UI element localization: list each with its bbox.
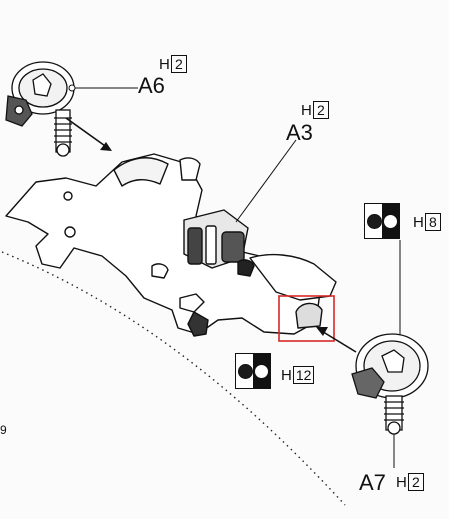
a7-h-prefix: H: [396, 473, 407, 491]
paint-dot-dark-icon: [366, 213, 382, 229]
dotted-boundary-line: [1, 251, 346, 506]
paint-dot-light-icon: [253, 363, 269, 379]
a3-leader-line: [235, 139, 297, 223]
a6-label: A6: [138, 73, 165, 98]
edge-fragment-text: 9: [0, 423, 7, 437]
a6-h-prefix: H: [159, 55, 170, 73]
a7-arrow: [319, 329, 357, 353]
top-h-prefix: H: [413, 213, 424, 231]
paint-swatch-top: [364, 203, 400, 239]
left-h-prefix: H: [281, 366, 292, 384]
left-h-number: 12: [292, 366, 315, 384]
a6-h-number: 2: [170, 55, 187, 73]
a3-subframe-part: [5, 153, 337, 337]
highlight-box: [278, 295, 335, 342]
a3-h-number: 2: [312, 101, 329, 119]
paint-swatch-left: [235, 353, 271, 389]
a7-label: A7: [359, 470, 386, 495]
a3-h-prefix: H: [301, 101, 312, 119]
a3-label: A3: [286, 120, 313, 145]
paint-dot-dark-icon: [237, 363, 253, 379]
top-h-number: 8: [424, 213, 441, 231]
a7-coilover-part: [351, 333, 429, 435]
paint-dot-light-icon: [382, 213, 398, 229]
a6-arrow: [65, 117, 109, 149]
a7-h-number: 2: [407, 473, 424, 491]
a6-coilover-part: [5, 61, 75, 157]
